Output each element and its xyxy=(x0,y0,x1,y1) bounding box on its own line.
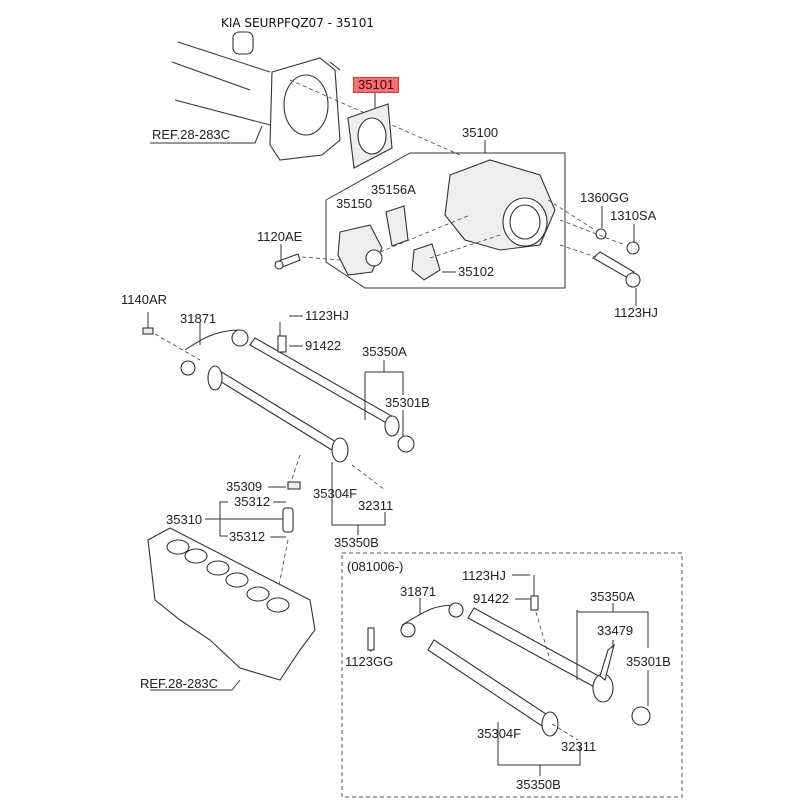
variant-part-label-31871[interactable]: 31871 xyxy=(400,584,437,599)
part-label-35304F[interactable]: 35304F xyxy=(313,486,358,501)
part-label-35310[interactable]: 35310 xyxy=(166,512,203,527)
part-label-35156A[interactable]: 35156A xyxy=(371,182,416,197)
part-label-35150[interactable]: 35150 xyxy=(336,196,373,211)
part-label-35100[interactable]: 35100 xyxy=(462,125,499,140)
variant-part-label-1123HJ[interactable]: 1123HJ xyxy=(462,568,506,583)
part-label-35301B[interactable]: 35301B xyxy=(385,395,430,410)
diagram-title: KIA SEURPFQZ07 - 35101 xyxy=(221,16,374,30)
part-label-1360GG[interactable]: 1360GG xyxy=(580,190,630,205)
intake-plenum-drawing xyxy=(171,31,461,161)
part-label-35309[interactable]: 35309 xyxy=(226,479,263,494)
intake-manifold-drawing xyxy=(147,527,316,691)
part-label-1140AR[interactable]: 1140AR xyxy=(121,292,168,307)
throttle-body-group xyxy=(325,140,566,289)
part-label-1120AE[interactable]: 1120AE xyxy=(257,229,303,244)
variant-part-label-35350B[interactable]: 35350B xyxy=(516,777,561,792)
part-label-91422[interactable]: 91422 xyxy=(305,338,342,353)
variant-part-label-35304F[interactable]: 35304F xyxy=(477,726,522,741)
part-label-35102[interactable]: 35102 xyxy=(458,264,495,279)
variant-part-label-35301B[interactable]: 35301B xyxy=(626,654,671,669)
part-label-35312-top[interactable]: 35312 xyxy=(234,494,271,509)
variant-part-label-32311[interactable]: 32311 xyxy=(561,739,597,754)
part-label-35101-highlighted[interactable]: 35101 xyxy=(353,77,400,93)
variant-part-label-91422[interactable]: 91422 xyxy=(473,591,510,606)
variant-part-label-33479[interactable]: 33479 xyxy=(597,623,634,638)
fasteners-right-drawing xyxy=(547,199,641,306)
variant-group-box xyxy=(341,552,683,798)
part-label-35350B[interactable]: 35350B xyxy=(334,535,379,550)
variant-date-range: (081006-) xyxy=(347,559,404,574)
part-label-35312-bottom[interactable]: 35312 xyxy=(229,529,266,544)
variant-fuel-rail-drawing xyxy=(367,574,651,776)
bolt-1120AE-drawing xyxy=(274,244,341,270)
part-label-1123HJ[interactable]: 1123HJ xyxy=(305,308,349,323)
ref-label-top[interactable]: REF.28-283C xyxy=(152,127,231,142)
ref-leader-top xyxy=(150,125,263,144)
ref-label-bottom[interactable]: REF.28-283C xyxy=(140,676,219,691)
part-label-31871[interactable]: 31871 xyxy=(180,311,217,326)
variant-part-label-1123GG[interactable]: 1123GG xyxy=(345,654,394,669)
part-label-35350A[interactable]: 35350A xyxy=(362,344,407,359)
part-label-32311[interactable]: 32311 xyxy=(358,498,394,513)
variant-part-label-35350A[interactable]: 35350A xyxy=(590,589,635,604)
part-label-1123HJ-right[interactable]: 1123HJ xyxy=(614,305,658,320)
fuel-rail-upper-drawing xyxy=(142,312,415,535)
part-label-1310SA[interactable]: 1310SA xyxy=(610,208,657,223)
gasket-35101-drawing xyxy=(347,92,393,169)
